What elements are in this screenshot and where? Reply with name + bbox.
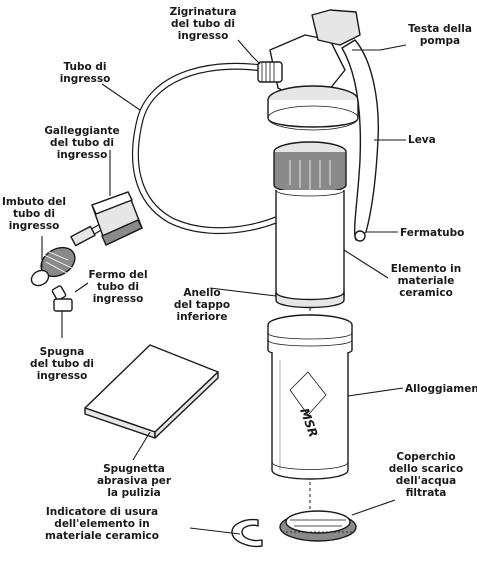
label-coperchio: Coperchio dello scarico dell'acqua filtr… — [389, 451, 463, 499]
label-line: del tubo di — [50, 137, 114, 149]
label-zigrinatura: Zigrinatura del tubo di ingresso — [170, 6, 237, 42]
inlet-hose-float — [71, 192, 142, 246]
label-line: filtrata — [406, 487, 447, 499]
label-line: Imbuto del — [2, 196, 66, 208]
label-alloggiamento: Alloggiamento — [405, 383, 477, 395]
label-line: la pulizia — [107, 487, 160, 499]
label-line: del tubo di — [171, 18, 235, 30]
label-line: Fermatubo — [400, 227, 464, 239]
label-line: Elemento in — [391, 263, 461, 275]
label-line: Spugnetta — [103, 463, 165, 475]
label-indicatore: Indicatore di usura dell'elemento in mat… — [45, 506, 159, 542]
label-spugna: Spugna del tubo di ingresso — [30, 346, 94, 382]
label-testa: Testa della pompa — [408, 23, 472, 47]
label-line: abrasiva per — [97, 475, 172, 487]
label-elemento: Elemento in materiale ceramico — [391, 263, 461, 299]
ceramic-wear-indicator — [232, 520, 262, 547]
label-galleggiante: Galleggiante del tubo di ingresso — [44, 125, 119, 161]
label-line: tubo di — [97, 281, 139, 293]
pump-head — [258, 10, 360, 130]
label-line: tubo di — [13, 208, 55, 220]
label-line: del tappo — [174, 299, 230, 311]
label-imbuto: Imbuto del tubo di ingresso — [2, 196, 66, 232]
label-line: ingresso — [60, 73, 111, 85]
label-anello: Anello del tappo inferiore — [174, 287, 230, 323]
label-line: pompa — [420, 35, 460, 47]
label-line: Indicatore di usura — [46, 506, 158, 518]
label-line: Tubo di — [64, 61, 107, 73]
label-line: dell'elemento in — [54, 518, 149, 530]
label-line: ingresso — [57, 149, 108, 161]
label-leva: Leva — [408, 134, 436, 146]
label-line: Testa della — [408, 23, 472, 35]
label-line: dell'acqua — [396, 475, 456, 487]
label-line: Coperchio — [396, 451, 455, 463]
label-line: ceramico — [399, 287, 453, 299]
label-tubo: Tubo di ingresso — [60, 61, 111, 85]
label-line: Spugna — [40, 346, 85, 358]
filter-housing: MSR — [268, 315, 352, 479]
label-line: Anello — [183, 287, 220, 299]
label-line: materiale ceramico — [45, 530, 159, 542]
ceramic-element — [274, 142, 346, 304]
label-line: del tubo di — [30, 358, 94, 370]
pump-lever — [342, 40, 378, 241]
label-line: Alloggiamento — [405, 383, 477, 395]
label-line: ingresso — [9, 220, 60, 232]
outlet-cap — [280, 511, 356, 541]
label-spugnetta: Spugnetta abrasiva per la pulizia — [97, 463, 172, 499]
label-line: materiale — [398, 275, 455, 287]
label-line: ingresso — [37, 370, 88, 382]
label-fermo: Fermo del tubo di ingresso — [88, 269, 147, 305]
label-fermatubo: Fermatubo — [400, 227, 464, 239]
label-line: inferiore — [176, 311, 227, 323]
cleaning-pad — [85, 345, 218, 438]
label-line: ingresso — [178, 30, 229, 42]
label-line: dello scarico — [389, 463, 463, 475]
inlet-hose-sponge — [54, 299, 72, 311]
label-line: Galleggiante — [44, 125, 119, 137]
label-line: ingresso — [93, 293, 144, 305]
inlet-hose-funnel — [29, 242, 80, 289]
label-line: Leva — [408, 134, 436, 146]
label-line: Zigrinatura — [170, 6, 237, 18]
label-line: Fermo del — [88, 269, 147, 281]
